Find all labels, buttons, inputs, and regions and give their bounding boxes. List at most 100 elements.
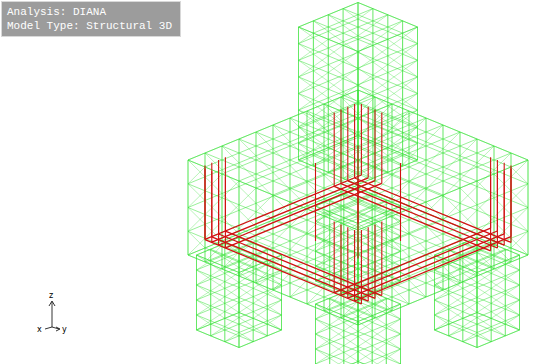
mesh-line [316, 304, 359, 322]
mesh-line [505, 270, 519, 279]
mesh-line [477, 205, 494, 222]
mesh-line [505, 324, 506, 336]
mesh-line [375, 181, 376, 195]
mesh-line [372, 304, 373, 316]
mesh-line [343, 33, 344, 45]
axis-label: z [49, 291, 53, 300]
mesh-line [253, 297, 267, 306]
mesh-line [313, 142, 373, 167]
mesh-line [343, 304, 344, 316]
mesh-line [328, 27, 329, 39]
mesh-line [225, 318, 239, 327]
mesh-line [197, 306, 211, 315]
rebar [361, 104, 362, 175]
mesh-line [426, 149, 443, 166]
mesh-line [426, 241, 427, 255]
mesh-line [448, 324, 449, 336]
rebar [218, 160, 219, 234]
rebar [510, 166, 511, 237]
rebar [490, 157, 491, 228]
mesh-line [343, 108, 358, 119]
mesh-line [435, 330, 478, 348]
mesh-line [505, 321, 519, 330]
mesh-line [435, 313, 478, 331]
mesh-line [386, 304, 400, 313]
rebar [504, 163, 505, 234]
mesh-line [328, 15, 388, 40]
mesh-line [358, 60, 418, 85]
mesh-line [505, 306, 519, 315]
mesh-line [313, 21, 314, 33]
mesh-line [313, 87, 328, 98]
mesh-line [477, 238, 520, 256]
mesh-line [239, 333, 253, 342]
mesh-line [225, 324, 267, 342]
mesh-line [505, 291, 519, 300]
mesh-line [330, 358, 344, 364]
mesh-line [435, 298, 478, 316]
mesh-line [494, 198, 511, 215]
mesh-line [358, 322, 372, 331]
mesh-line [372, 154, 373, 166]
mesh-line [256, 255, 257, 269]
mesh-line [477, 303, 491, 312]
mesh-line [463, 288, 477, 297]
mesh-line [324, 241, 325, 255]
mesh-line [313, 56, 328, 67]
mesh-line [343, 9, 344, 21]
mesh-line [211, 294, 225, 303]
mesh-line [426, 174, 427, 188]
mesh-line [388, 54, 403, 65]
mesh-line [313, 73, 328, 84]
mesh-line [358, 322, 372, 331]
mesh-line [316, 334, 330, 343]
mesh-line [435, 238, 478, 256]
mesh-line [426, 132, 427, 146]
mesh-line [299, 110, 314, 121]
mesh-line [435, 321, 449, 330]
mesh-line [463, 324, 506, 342]
rebar [340, 224, 341, 295]
mesh-line [443, 248, 444, 262]
mesh-line [341, 195, 342, 209]
mesh-line [460, 259, 477, 276]
mesh-line [477, 324, 478, 336]
mesh-line [205, 201, 222, 218]
mesh-line [222, 255, 223, 269]
mesh-line [358, 337, 372, 346]
mesh-line [344, 322, 358, 331]
mesh-line [343, 292, 344, 364]
mesh-line [388, 71, 403, 82]
mesh-line [358, 52, 373, 63]
mesh-line [358, 44, 418, 69]
mesh-line [511, 231, 528, 248]
mesh-line [330, 361, 344, 364]
mesh-line [460, 174, 461, 188]
mesh-line [358, 206, 401, 224]
mesh-line [313, 122, 328, 132]
mesh-line [197, 283, 240, 301]
mesh-line [392, 264, 409, 281]
mesh-line [211, 318, 254, 336]
mesh-line [256, 269, 257, 283]
mesh-line [477, 170, 494, 187]
z-arrow [49, 301, 55, 306]
mesh-line [403, 33, 418, 44]
mesh-line [477, 167, 478, 181]
mesh-line [197, 330, 240, 348]
mesh-line [307, 139, 308, 153]
mesh-line [372, 166, 373, 178]
mesh-line [388, 89, 403, 100]
mesh-line [205, 248, 206, 262]
mesh-line [205, 153, 222, 170]
mesh-line [222, 146, 239, 163]
mesh-line [511, 160, 528, 177]
mesh-line [477, 313, 478, 325]
mesh-line [328, 98, 343, 109]
mesh-line [210, 249, 211, 261]
mesh-line [239, 313, 240, 325]
mesh-line [477, 313, 520, 331]
mesh-line [388, 87, 403, 98]
mesh-line [205, 174, 222, 191]
